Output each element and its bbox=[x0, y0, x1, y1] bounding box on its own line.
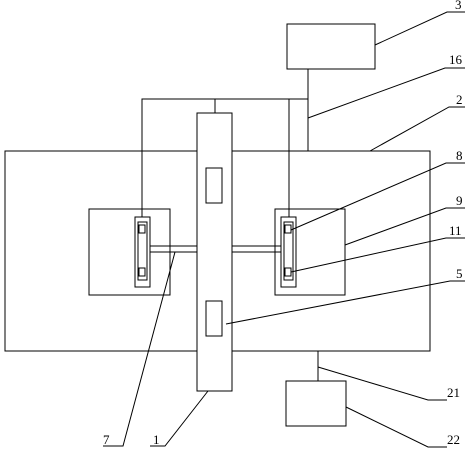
leader-5 bbox=[225, 280, 465, 325]
unit-3-box bbox=[286, 23, 376, 70]
unit-22-box bbox=[285, 380, 347, 427]
leader-22 bbox=[345, 406, 447, 448]
shaft-lower-block bbox=[205, 300, 223, 337]
right-slider-top-block bbox=[284, 224, 292, 234]
callout-2: 2 bbox=[456, 92, 463, 107]
leader-2 bbox=[369, 106, 465, 152]
right-slider-rail bbox=[283, 221, 294, 281]
callout-8: 8 bbox=[456, 148, 463, 163]
leader-21 bbox=[317, 366, 447, 401]
leader-9 bbox=[344, 207, 465, 246]
left-slider-rail bbox=[137, 221, 148, 281]
callout-3: 3 bbox=[455, 0, 462, 12]
central-shaft bbox=[196, 112, 233, 392]
callout-11: 11 bbox=[449, 223, 462, 238]
leader-3 bbox=[374, 11, 465, 46]
callout-22: 22 bbox=[447, 432, 460, 447]
left-slider-top-block bbox=[138, 224, 146, 234]
left-connecting-arm bbox=[149, 245, 198, 253]
right-connecting-arm bbox=[231, 245, 282, 253]
leader-7 bbox=[103, 251, 176, 447]
callout-21: 21 bbox=[447, 385, 460, 400]
callout-5: 5 bbox=[456, 266, 463, 281]
leader-11 bbox=[290, 237, 465, 273]
callout-1: 1 bbox=[153, 432, 160, 447]
right-slider-bottom-block bbox=[284, 267, 292, 277]
callout-16: 16 bbox=[449, 52, 463, 67]
callout-7: 7 bbox=[103, 432, 110, 447]
leader-1 bbox=[150, 390, 209, 447]
left-slider-bottom-block bbox=[138, 267, 146, 277]
callout-9: 9 bbox=[456, 193, 463, 208]
shaft-upper-block bbox=[205, 167, 223, 204]
leader-8 bbox=[290, 162, 465, 231]
leader-16 bbox=[307, 67, 465, 119]
